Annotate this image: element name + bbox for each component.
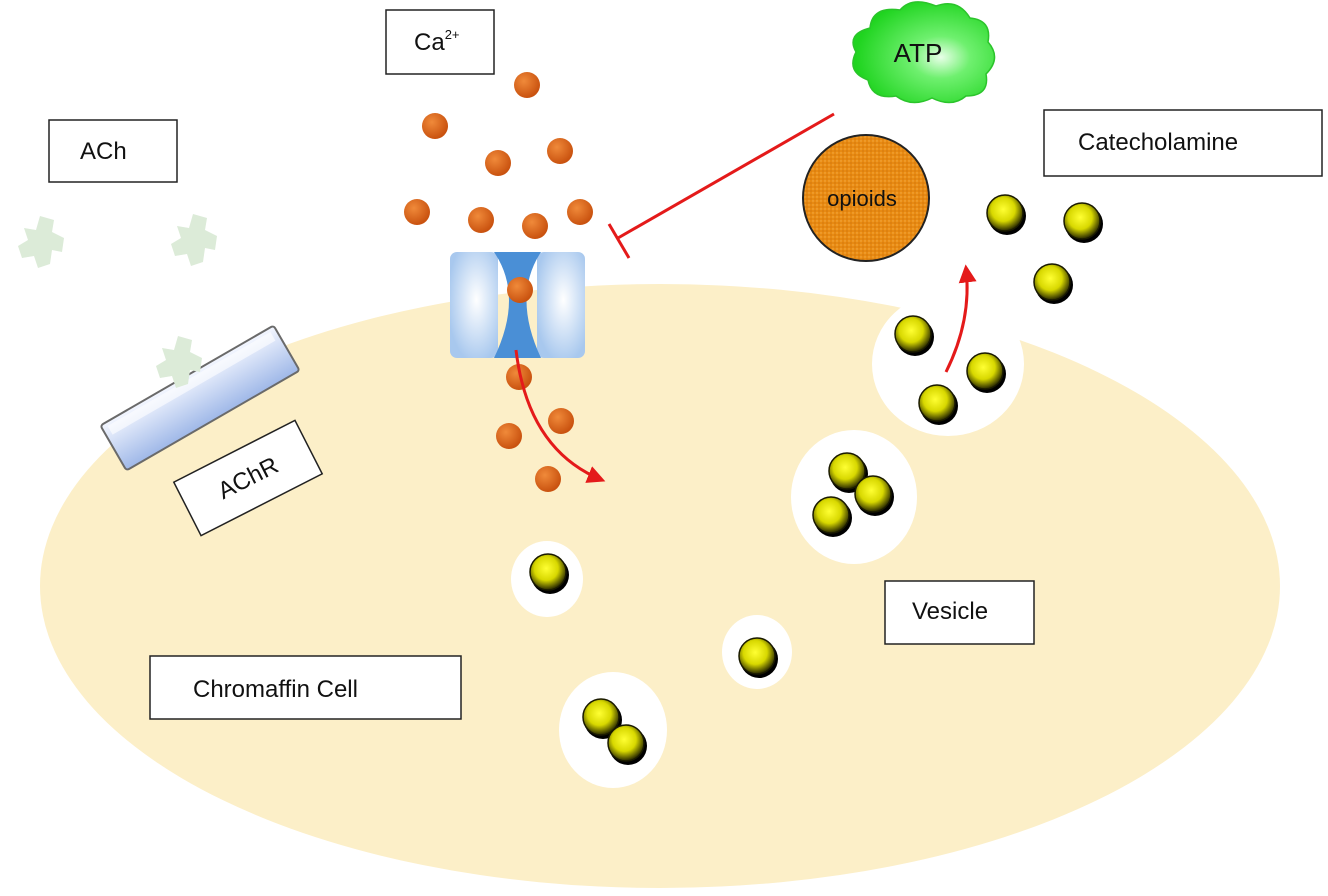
chromaffin-cell-label: Chromaffin Cell [193,676,358,703]
achr-label-box: AChR [172,419,324,537]
calcium-ions [404,72,593,492]
ach-label-box: ACh [48,119,178,183]
atp-label: ATP [894,38,943,68]
calcium-ion [567,199,593,225]
release-arrow [944,264,977,373]
calcium-ion [506,364,532,390]
calcium-ion [485,150,511,176]
catecholamine-label: Catecholamine [1078,129,1238,156]
vesicle [791,430,917,564]
calcium-ion [404,199,430,225]
opioids-label: opioids [827,186,897,211]
calcium-ion [548,408,574,434]
calcium-ion [514,72,540,98]
calcium-channel [450,252,585,358]
chromaffin-cell-label-box: Chromaffin Cell [149,655,462,720]
atp-inhibition [607,112,835,259]
ca-label-box: Ca2+ [385,9,495,75]
calcium-ion [422,113,448,139]
calcium-influx-arrow [514,349,606,483]
svg-text:Ca2+: Ca2+ [414,27,460,56]
calcium-ion [547,138,573,164]
catecholamine-label-box: Catecholamine [1043,109,1323,177]
ach-molecule [18,216,64,268]
calcium-ion [496,423,522,449]
calcium-ion [535,466,561,492]
granule [986,194,1027,236]
ach-molecules [18,214,217,268]
vesicle-label: Vesicle [912,598,988,625]
atp-cloud: ATP [852,1,996,104]
calcium-ion [468,207,494,233]
granule [1033,263,1074,305]
ach-molecule [171,214,217,266]
calcium-ion [522,213,548,239]
granule [1063,202,1104,244]
ach-label: ACh [80,138,127,165]
chromaffin-cell-body [40,284,1280,888]
ca-label: Ca [414,29,445,56]
opioids: opioids [802,134,930,262]
vesicle-label-box: Vesicle [884,580,1035,645]
calcium-ion-in-channel [507,277,533,303]
ca-superscript: 2+ [445,27,460,42]
